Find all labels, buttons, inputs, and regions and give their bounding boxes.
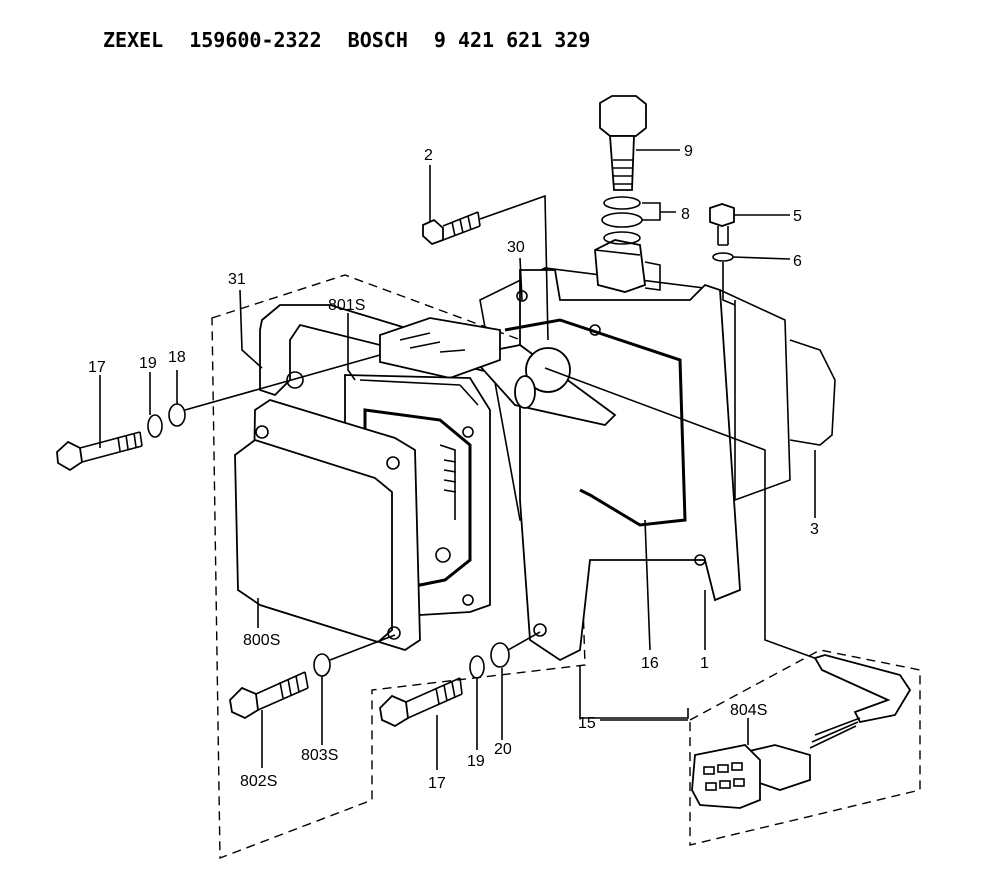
callout-17-upper: 17 [88, 359, 106, 376]
drawing-header: ZEXEL 159600-2322 BOSCH 9 421 621 329 [103, 28, 616, 52]
callout-17-lower: 17 [428, 775, 446, 792]
callout-3: 3 [810, 521, 819, 538]
washer-20 [490, 642, 510, 668]
leader-bolt-axis-lower-right [507, 631, 541, 651]
lever-30 [468, 344, 617, 426]
callout-15: 15 [578, 715, 596, 732]
small-screw [709, 203, 736, 306]
callout-19-lower: 19 [467, 753, 485, 770]
callout-800s: 800S [243, 632, 280, 649]
callout-803s: 803S [301, 747, 338, 764]
leader-bolt-axis-lower-left [329, 634, 396, 661]
callout-802s: 802S [240, 773, 277, 790]
banjo-bolt [599, 95, 647, 191]
screw-802s [229, 671, 309, 720]
callout-8: 8 [681, 206, 690, 223]
header-zexel-number: 159600-2322 [189, 28, 322, 52]
callout-16: 16 [641, 655, 659, 672]
callout-801s: 801S [328, 297, 365, 314]
callout-30: 30 [507, 239, 525, 256]
callout-6: 6 [793, 253, 802, 270]
assembly-boundary-connector [689, 649, 921, 846]
harness-804s [544, 367, 912, 809]
callout-31: 31 [228, 271, 246, 288]
header-maker: ZEXEL [103, 28, 164, 52]
callout-18: 18 [168, 349, 186, 366]
callout-19-upper: 19 [139, 355, 157, 372]
callout-9: 9 [684, 143, 693, 160]
callout-20: 20 [494, 741, 512, 758]
washer-803s [313, 653, 331, 677]
washer-18 [168, 403, 186, 427]
gasket-3 [789, 339, 836, 446]
mounting-flange [516, 269, 741, 662]
gasket-16 [504, 318, 687, 527]
screw-17-lower [379, 677, 463, 728]
callout-leaders [99, 149, 816, 770]
top-valve-fitting [594, 239, 661, 293]
screw-17-upper [56, 431, 143, 472]
sealing-washers [601, 196, 643, 245]
callout-804s: 804S [730, 702, 767, 719]
washer-19-upper [147, 414, 163, 438]
top-terminal-block [379, 317, 501, 379]
header-brand: BOSCH [347, 28, 408, 52]
callout-5: 5 [793, 208, 802, 225]
callout-2: 2 [424, 147, 433, 164]
cover-800s [234, 399, 421, 651]
header-bosch-number: 9 421 621 329 [433, 28, 591, 52]
callout-1: 1 [700, 655, 709, 672]
bolt-2 [422, 194, 549, 341]
washer-19-lower [469, 655, 485, 679]
